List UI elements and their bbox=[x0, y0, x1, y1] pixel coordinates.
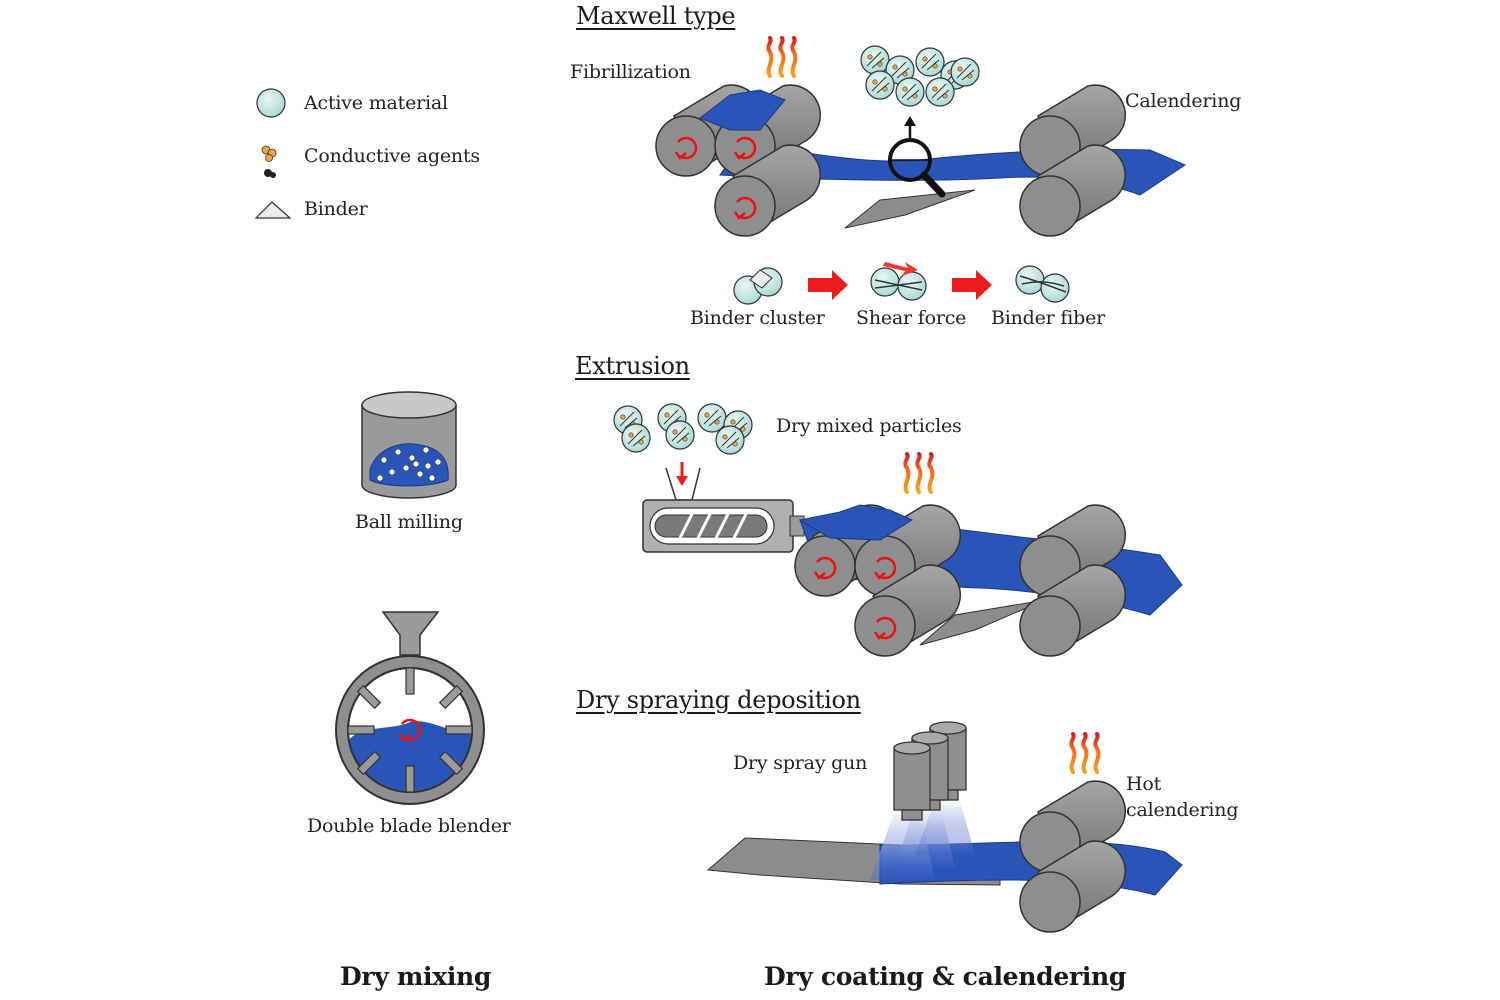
legend-label-conductive-agents: Conductive agents bbox=[304, 145, 480, 167]
step-label-shear-force: Shear force bbox=[856, 307, 967, 329]
dry-mixed-particles-icon bbox=[613, 403, 753, 455]
maxwell-process bbox=[655, 36, 1187, 305]
conductive-agents-icon bbox=[261, 145, 277, 178]
feed-arrow-icon bbox=[676, 476, 688, 486]
hot-calendering-line2: calendering bbox=[1126, 799, 1239, 821]
section-title-maxwell: Maxwell type bbox=[576, 2, 736, 30]
binder-cluster-icon bbox=[733, 267, 783, 305]
calendering-label: Calendering bbox=[1125, 90, 1242, 112]
legend-label-active-material: Active material bbox=[304, 92, 448, 114]
binder-fiber-icon bbox=[1015, 265, 1070, 303]
extruder-icon bbox=[642, 467, 805, 553]
spray-cone bbox=[915, 800, 975, 855]
dry-coating-title: Dry coating & calendering bbox=[764, 962, 1127, 991]
active-material-icon bbox=[256, 88, 286, 118]
legend bbox=[254, 88, 292, 219]
spray-gun-label: Dry spray gun bbox=[733, 752, 868, 774]
binder-icon bbox=[254, 201, 292, 219]
legend-label-binder: Binder bbox=[304, 198, 368, 220]
step-arrow-icon bbox=[808, 270, 848, 300]
extrusion-process bbox=[613, 403, 1183, 657]
hot-calendering-label: Hot calendering bbox=[1126, 771, 1238, 823]
zoomed-particles bbox=[860, 45, 980, 107]
fibrillization-label: Fibrillization bbox=[570, 61, 691, 83]
magnifier-icon bbox=[888, 116, 946, 198]
spraying-process bbox=[706, 721, 1183, 933]
blender-label: Double blade blender bbox=[307, 815, 511, 837]
hot-calendering-line1: Hot bbox=[1126, 773, 1162, 795]
section-title-dry-spraying: Dry spraying deposition bbox=[576, 686, 861, 714]
dry-mixed-particles-label: Dry mixed particles bbox=[776, 415, 962, 437]
powder-clump bbox=[698, 89, 786, 131]
shear-force-icon bbox=[870, 262, 927, 301]
ball-mill-icon bbox=[361, 391, 457, 499]
step-label-binder-cluster: Binder cluster bbox=[690, 307, 825, 329]
dry-mixing-title: Dry mixing bbox=[340, 962, 492, 991]
heat-icon bbox=[1069, 732, 1101, 774]
blender-icon bbox=[335, 611, 485, 805]
step-arrow-icon bbox=[952, 270, 992, 300]
ball-milling-label: Ball milling bbox=[355, 511, 463, 533]
heat-icon bbox=[903, 452, 935, 494]
spray-gun-icon bbox=[893, 721, 967, 821]
step-label-binder-fiber: Binder fiber bbox=[991, 307, 1106, 329]
section-title-extrusion: Extrusion bbox=[575, 352, 690, 380]
heat-icon bbox=[766, 36, 798, 78]
powder-clump bbox=[798, 504, 914, 541]
current-collector bbox=[844, 189, 976, 229]
